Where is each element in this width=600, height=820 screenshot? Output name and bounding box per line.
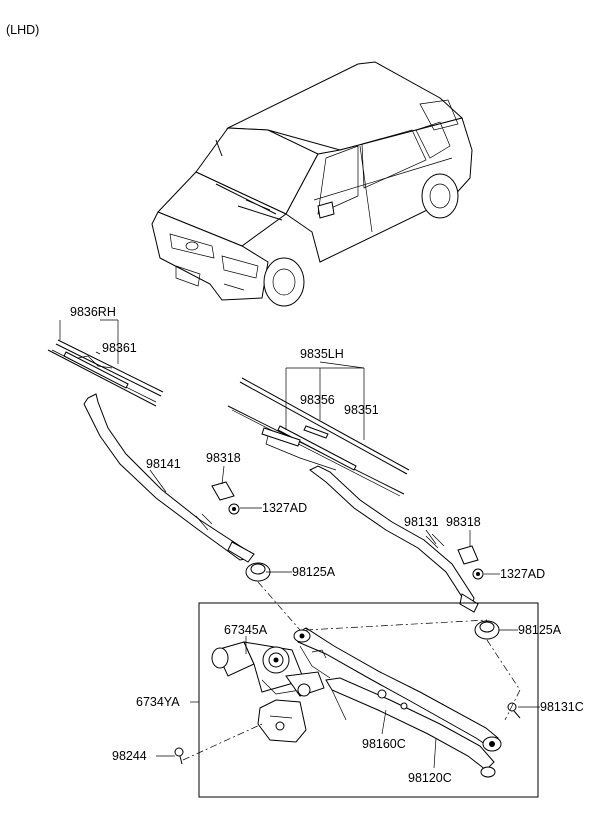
bolt-right bbox=[507, 702, 521, 719]
wiper-arm-lh bbox=[309, 465, 479, 613]
vehicle-illustration bbox=[151, 61, 473, 307]
label-pivot-cap-lh: 98125A bbox=[518, 623, 562, 637]
label-arm-rh: 98141 bbox=[146, 457, 181, 471]
label-blade-lh-assy: 9835LH bbox=[300, 347, 344, 361]
label-nut-lh: 1327AD bbox=[500, 567, 545, 581]
label-link-rod: 98160C bbox=[362, 737, 406, 751]
pivot-cap-lh bbox=[474, 620, 500, 640]
nut-lh bbox=[472, 568, 484, 580]
label-pivot-cap-rh: 98125A bbox=[292, 565, 336, 579]
nut-rh bbox=[228, 503, 240, 515]
label-motor: 67345A bbox=[224, 623, 268, 637]
linkage-frame bbox=[198, 602, 539, 798]
label-bolt-left: 98244 bbox=[112, 749, 147, 763]
label-link-rod-2: 98120C bbox=[408, 771, 452, 785]
label-blade-lh-refill: 98351 bbox=[344, 403, 379, 417]
variant-label: (LHD) bbox=[6, 23, 39, 37]
label-linkage-assy: 6734YA bbox=[136, 695, 180, 709]
label-cap-rh: 98318 bbox=[206, 451, 241, 465]
label-arm-lh: 98131 bbox=[404, 515, 439, 529]
label-bolt-right: 98131C bbox=[540, 700, 584, 714]
wiper-arm-rh bbox=[83, 393, 255, 563]
cap-rh bbox=[211, 481, 235, 501]
blade-lh-assembly bbox=[227, 377, 410, 497]
label-blade-rh-refill: 98361 bbox=[102, 341, 137, 355]
cap-lh bbox=[457, 545, 479, 565]
wiper-linkage bbox=[211, 627, 502, 778]
label-nut-rh: 1327AD bbox=[262, 501, 307, 515]
label-blade-lh-spring: 98356 bbox=[300, 393, 335, 407]
bolt-left bbox=[174, 747, 184, 765]
label-blade-rh-assy: 9836RH bbox=[70, 305, 116, 319]
blade-rh-assembly bbox=[47, 339, 164, 407]
label-cap-lh: 98318 bbox=[446, 515, 481, 529]
